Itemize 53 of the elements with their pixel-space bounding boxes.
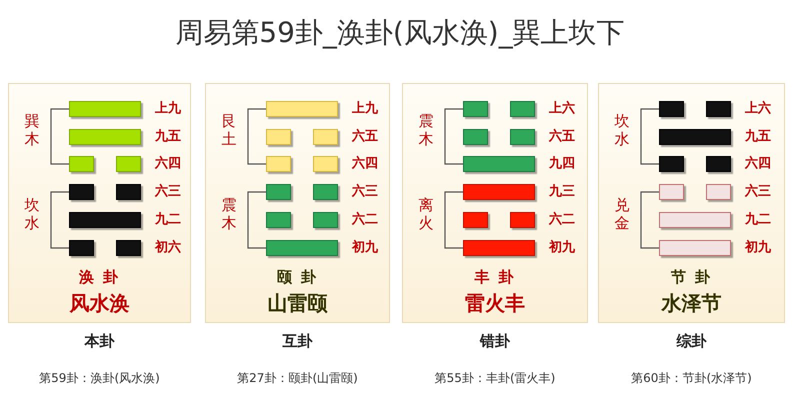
trigram-label: 兑金 [614,196,630,232]
hexagram-card [598,83,785,323]
line-name: 初六 [155,240,181,256]
hexagram-role-label: 综卦 [675,332,708,351]
line-name: 六四 [155,156,181,172]
hexagram-card [205,83,390,323]
hexagram-number: 第60卦：节卦(水泽节) [630,370,753,387]
line-name: 上九 [352,101,378,117]
line-name: 六三 [155,184,181,200]
trigram-label: 艮土 [220,112,238,148]
hexagram-name: 颐 卦 [276,268,320,287]
line-name: 六二 [352,212,378,228]
line-name: 九二 [155,212,181,228]
line-name: 九五 [745,129,771,145]
line-name: 九三 [549,184,575,200]
line-name: 初九 [549,240,575,256]
line-name: 上六 [549,101,575,117]
hexagram-role-label: 错卦 [478,332,511,351]
line-name: 上六 [745,101,771,117]
hexagram-full-name: 山雷颐 [266,290,328,317]
hexagram-name: 丰 卦 [473,268,517,287]
trigram-label: 坎水 [24,196,40,232]
trigram-label: 震木 [418,112,434,148]
line-name: 六三 [745,184,771,200]
line-name: 六五 [352,129,378,145]
hexagram-number: 第55卦：丰卦(雷火丰) [434,370,556,387]
trigram-label: 离火 [418,196,434,232]
hexagram-full-name: 水泽节 [660,290,722,317]
line-name: 九二 [745,212,771,228]
hexagram-name: 节 卦 [670,268,714,287]
line-name: 六五 [549,129,575,145]
trigram-label: 坎水 [614,112,630,148]
line-name: 初九 [352,240,378,256]
line-name: 六四 [745,156,771,172]
line-name: 六二 [549,212,575,228]
line-name: 九五 [155,129,181,145]
hexagram-card [8,83,191,323]
line-name: 六三 [352,184,378,200]
line-name: 初九 [745,240,771,256]
hexagram-number: 第27卦：颐卦(山雷颐) [236,370,359,387]
line-name: 上九 [155,101,181,117]
hexagram-card [402,83,588,323]
hexagram-role-label: 互卦 [282,332,314,351]
hexagram-number: 第59卦：涣卦(风水涣) [38,370,161,387]
hexagram-name: 涣 卦 [78,268,122,287]
hexagram-full-name: 雷火丰 [464,290,526,317]
trigram-label: 震木 [220,196,238,232]
trigram-label: 巽木 [24,112,40,148]
hexagram-full-name: 风水涣 [68,290,130,317]
line-name: 九四 [549,156,575,172]
title: 周易第59卦_涣卦(风水涣)_巽上坎下 [174,15,626,51]
line-name: 六四 [352,156,378,172]
hexagram-role-label: 本卦 [83,332,116,351]
